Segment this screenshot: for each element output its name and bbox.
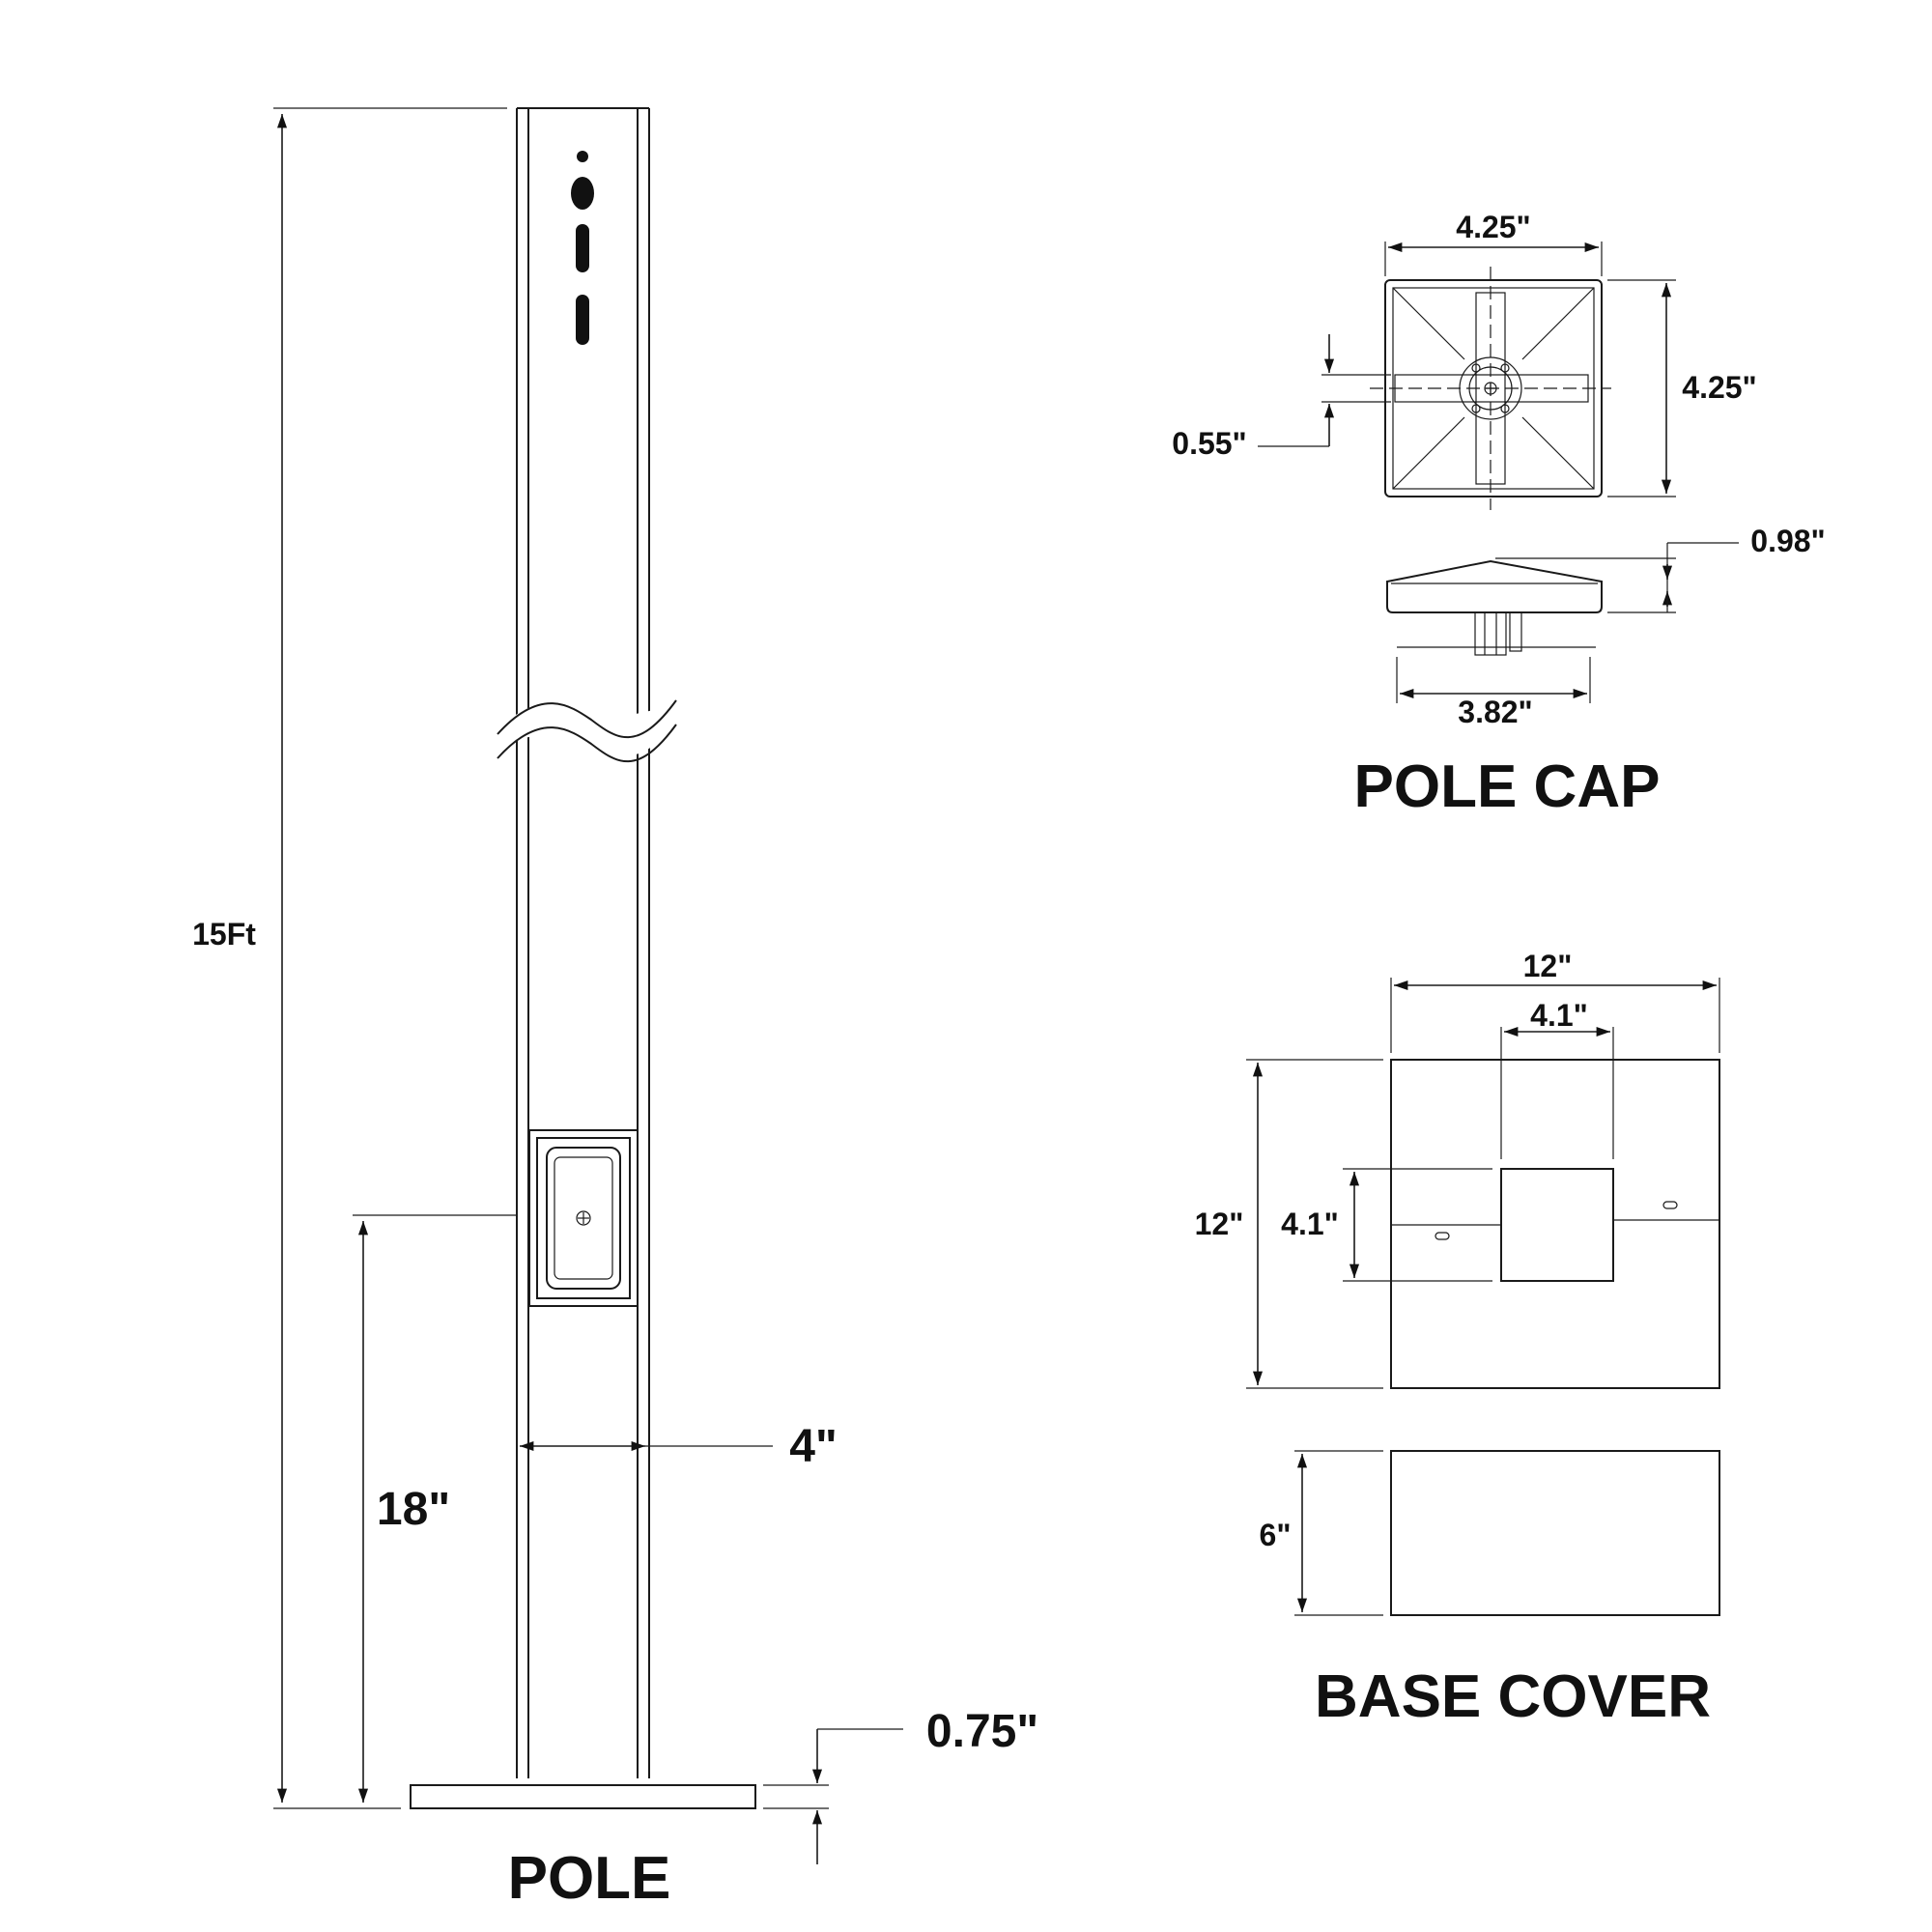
pole-mounting-holes [571,151,594,345]
cover-inner-width-label: 4.1" [1530,998,1588,1033]
handhole-height-label: 18" [377,1484,450,1535]
pole-break-symbol [490,699,685,763]
pole-cap-drawing: 4.25" 4.25" 0.55" 0.98" 3.82" [1172,210,1825,820]
pole-drawing: 15Ft 18" 4" 0.75" POLE [192,107,1038,1912]
pole-title: POLE [508,1845,671,1912]
cap-side-height-label: 4.25" [1682,370,1756,405]
cap-top-width-label: 4.25" [1456,210,1530,244]
base-cover-title: BASE COVER [1315,1663,1711,1730]
cap-slot-label: 0.55" [1172,426,1246,461]
base-cover-drawing: 12" 4.1" 12" 4.1" 6" BASE COVER [1195,949,1720,1730]
handhole-cover [528,1129,639,1307]
base-thickness-label: 0.75" [926,1706,1038,1757]
cover-height-label: 12" [1195,1207,1244,1241]
cap-diagonal-ribs [1392,287,1595,490]
pole-width-label: 4" [789,1421,837,1472]
pole-height-label: 15Ft [192,917,256,952]
base-cover-slot-icons [1435,1201,1678,1240]
cover-inner-height-label: 4.1" [1281,1207,1339,1241]
cover-width-label: 12" [1523,949,1573,983]
cap-bottom-width-label: 3.82" [1458,695,1532,729]
cover-side-height-label: 6" [1260,1518,1292,1552]
handhole-screw-icon [576,1210,591,1226]
pole-base-plate [410,1784,756,1809]
cap-profile-height-label: 0.98" [1750,524,1825,558]
pole-cap-title: POLE CAP [1354,753,1661,820]
